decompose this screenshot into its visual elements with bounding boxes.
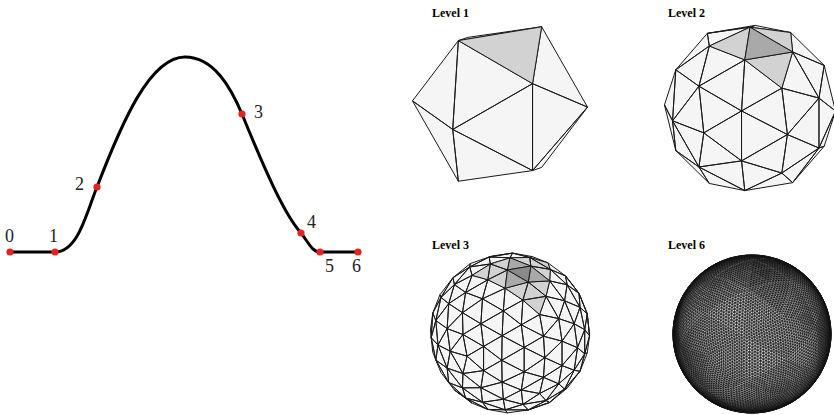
sphere-mesh bbox=[430, 253, 589, 413]
sphere-mesh bbox=[715, 259, 792, 316]
sphere-mesh bbox=[664, 25, 834, 190]
geodesic-spheres bbox=[412, 25, 834, 413]
level-label: Level 1 bbox=[432, 6, 469, 21]
sphere-mesh bbox=[709, 27, 792, 88]
sphere-mesh bbox=[673, 255, 831, 413]
spline-curve bbox=[10, 57, 358, 252]
point-number: 5 bbox=[325, 256, 334, 277]
sphere-mesh bbox=[749, 268, 772, 284]
control-point bbox=[354, 248, 361, 255]
sphere-mesh bbox=[458, 27, 541, 84]
control-point bbox=[93, 183, 100, 190]
sphere-mesh bbox=[412, 27, 587, 181]
control-point bbox=[6, 248, 13, 255]
level-label: Level 6 bbox=[668, 238, 705, 253]
sphere-mesh bbox=[472, 257, 550, 314]
level-label: Level 3 bbox=[432, 238, 469, 253]
point-number: 2 bbox=[75, 174, 84, 195]
point-number: 1 bbox=[49, 226, 58, 247]
sphere-mesh bbox=[747, 260, 791, 290]
sphere-mesh bbox=[745, 27, 793, 60]
sphere-mesh bbox=[507, 266, 530, 282]
sphere-mesh bbox=[505, 258, 550, 288]
point-number: 4 bbox=[307, 212, 316, 233]
level-label: Level 2 bbox=[668, 6, 705, 21]
control-point bbox=[238, 110, 245, 117]
point-number: 3 bbox=[254, 102, 263, 123]
control-points bbox=[6, 110, 361, 255]
point-number: 0 bbox=[5, 226, 14, 247]
control-point bbox=[316, 248, 323, 255]
point-number: 6 bbox=[352, 256, 361, 277]
control-point bbox=[297, 229, 304, 236]
control-point bbox=[51, 248, 58, 255]
